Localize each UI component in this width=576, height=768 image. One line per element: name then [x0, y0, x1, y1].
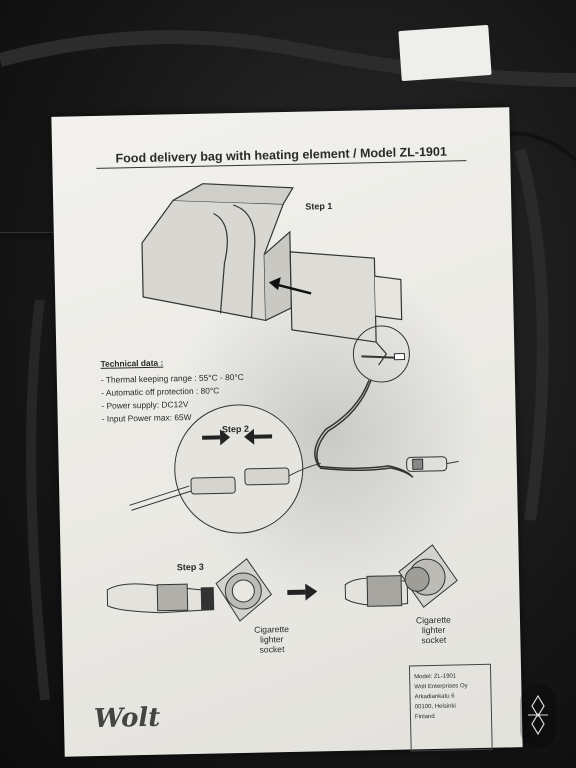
cable-path: [314, 379, 414, 478]
bag-illustration: [141, 183, 403, 366]
arrow-left-icon: [244, 428, 273, 445]
bag-label-tag: [398, 24, 492, 82]
technical-data: Technical data : - Thermal keeping range…: [100, 354, 281, 426]
socket-label-right: Cigarette lighter socket: [415, 614, 451, 646]
socket-icon: [215, 558, 273, 622]
arrow-left-icon: [268, 277, 312, 295]
step-2-label: Step 2: [221, 423, 250, 435]
plug-circle-1: [352, 325, 410, 383]
model-line: Finland: [414, 713, 435, 721]
socket-label-left: Cigarette lighter socket: [254, 624, 290, 655]
arrow-right-icon: [202, 429, 231, 446]
model-info-box: Model: ZL-1901 Wolt Enterprises Oy Arkad…: [408, 663, 493, 752]
watermark-icon: [520, 684, 556, 748]
instruction-illustrations: [106, 183, 459, 622]
brand-logo: Wolt: [93, 702, 161, 735]
step-1-label: Step 1: [305, 201, 333, 212]
instruction-sheet: Food delivery bag with heating element /…: [51, 107, 523, 757]
car-plug-icon: [344, 575, 409, 607]
step-3-label: Step 3: [176, 561, 204, 573]
arrow-right-icon: [287, 583, 318, 601]
power-cable: [0, 232, 60, 239]
car-plug-icon: [106, 583, 215, 614]
socket-icon: [398, 544, 458, 608]
car-plug-icon: [406, 456, 459, 472]
technical-heading: Technical data :: [100, 357, 164, 369]
